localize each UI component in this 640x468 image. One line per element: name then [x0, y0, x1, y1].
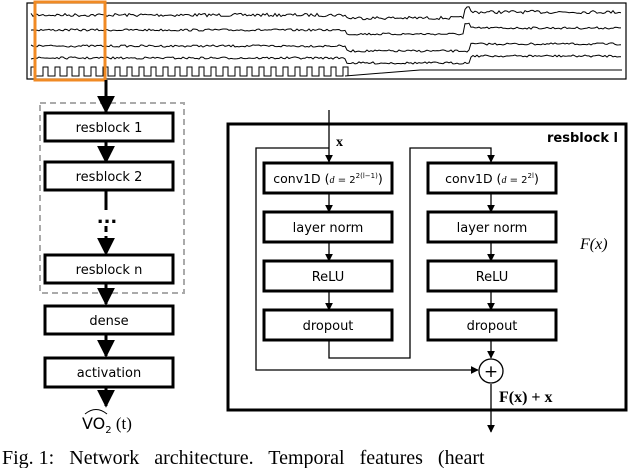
right-dropout-block[interactable]: dropout [426, 308, 558, 342]
signal-trace [30, 66, 622, 77]
input-window-highlight [33, 0, 107, 82]
block-activation[interactable]: activation [43, 356, 175, 389]
right-relu-label: ReLU [476, 270, 509, 285]
left-conv1d-label: conv1D (d = 22(l−1)) [273, 171, 382, 186]
caption-word: (heart [437, 447, 485, 468]
right-layernorm-block[interactable]: layer norm [426, 210, 558, 244]
output-fx-plus-x-label: F(x) + x [499, 389, 553, 406]
left-layernorm-block[interactable]: layer norm [262, 210, 394, 244]
block-resblock-n[interactable]: resblock n [43, 253, 175, 285]
signal-strip [26, 0, 627, 82]
signal-trace [30, 6, 622, 21]
caption-word: Network [69, 447, 140, 468]
resblock-title: resblock l [547, 131, 618, 146]
right-conv1d-block[interactable]: conv1D (d = 22l) [426, 161, 558, 195]
caption-word: Temporal [268, 447, 345, 468]
signal-trace [30, 54, 622, 65]
output-vo2-label: VO2 (t) [82, 409, 132, 436]
block-resblock-n-label: resblock n [76, 263, 143, 278]
block-resblock-2[interactable]: resblock 2 [43, 160, 175, 192]
right-relu-block[interactable]: ReLU [426, 259, 558, 293]
block-resblock-1-label: resblock 1 [76, 121, 143, 136]
svg-text:VO2 (t): VO2 (t) [82, 414, 132, 436]
caption-word: Fig. 1: [2, 447, 55, 468]
fx-label: F(x) [579, 236, 608, 253]
left-dropout-label: dropout [303, 319, 354, 334]
stack-ellipsis: ... [97, 207, 118, 228]
input-x-label: x [336, 135, 343, 150]
sum-node: + [478, 358, 504, 384]
block-resblock-1[interactable]: resblock 1 [43, 111, 175, 143]
signal-trace [30, 42, 622, 53]
right-conv1d-label: conv1D (d = 22l) [445, 171, 539, 186]
signal-trace [30, 22, 621, 36]
left-layernorm-label: layer norm [293, 221, 364, 236]
right-layernorm-label: layer norm [457, 221, 528, 236]
signal-traces [30, 6, 622, 77]
caption-word: features [359, 447, 423, 468]
figure-caption: Fig. 1: Network architecture. Temporal f… [2, 447, 640, 468]
sum-symbol: + [484, 362, 498, 382]
block-activation-label: activation [77, 366, 141, 381]
left-conv1d-block[interactable]: conv1D (d = 22(l−1)) [262, 161, 394, 195]
left-dropout-block[interactable]: dropout [262, 308, 394, 342]
block-resblock-2-label: resblock 2 [76, 170, 143, 185]
block-dense[interactable]: dense [43, 304, 175, 336]
resblock-wiring [255, 110, 495, 433]
block-dense-label: dense [89, 314, 128, 329]
left-relu-label: ReLU [312, 270, 345, 285]
right-dropout-label: dropout [467, 319, 518, 334]
caption-word: architecture. [154, 447, 254, 468]
left-relu-block[interactable]: ReLU [262, 259, 394, 293]
